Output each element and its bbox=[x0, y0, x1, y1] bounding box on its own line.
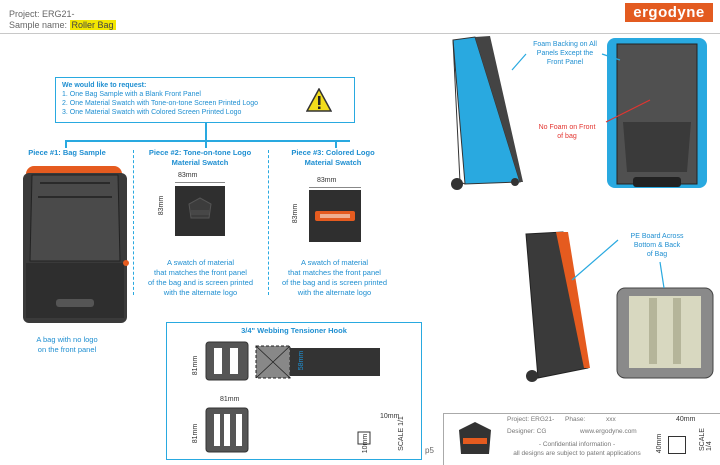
piece3-title: Piece #3: Colored Logo Material Swatch bbox=[273, 148, 393, 168]
tb-conf1: - Confidential information - bbox=[538, 441, 616, 448]
callout-line: Foam Backing on All bbox=[533, 41, 597, 48]
request-box: We would like to request: 1. One Bag Sam… bbox=[55, 77, 355, 123]
dim-line bbox=[309, 187, 361, 188]
callout-line: PE Board Across bbox=[630, 233, 684, 240]
webbing-drawing bbox=[205, 341, 380, 453]
tb-site: www.ergodyne.com bbox=[580, 428, 637, 435]
callout-line: No Foam on Front bbox=[538, 124, 596, 131]
dim-81a: 81mm bbox=[192, 355, 200, 376]
bag-side-blue-image bbox=[451, 36, 523, 190]
piece2-title: Piece #2: Tone-on-tone Logo Material Swa… bbox=[140, 148, 260, 168]
caption-line: that matches the front panel bbox=[288, 268, 381, 277]
column-divider bbox=[133, 150, 134, 295]
piece1-caption: A bag with no logo on the front panel bbox=[12, 335, 122, 355]
dim-height: 83mm bbox=[292, 203, 300, 224]
title-block bbox=[443, 413, 720, 465]
nofoam-callout: No Foam on Front of bag bbox=[528, 123, 606, 141]
pe-arrows bbox=[571, 239, 665, 289]
title-line: Material Swatch bbox=[171, 158, 229, 167]
caption-line: A swatch of material bbox=[300, 258, 369, 267]
tb-d40a: 40mm bbox=[676, 416, 696, 423]
dim-width: 83mm bbox=[317, 177, 337, 184]
ergodyne-logo: ergodyne bbox=[625, 3, 713, 22]
dim-width: 83mm bbox=[178, 172, 198, 179]
foam-callout: Foam Backing on All Panels Except the Fr… bbox=[525, 40, 605, 67]
pe-callout: PE Board Across Bottom & Back of Bag bbox=[618, 232, 696, 259]
connector bbox=[205, 140, 207, 148]
bag-front-blue-image bbox=[607, 38, 707, 188]
bag-open-image bbox=[616, 287, 714, 379]
column-divider bbox=[268, 150, 269, 295]
dim-height: 83mm bbox=[158, 195, 166, 216]
callout-line: Front Panel bbox=[546, 59, 584, 66]
connector bbox=[65, 140, 350, 142]
sample-label: Sample name: bbox=[9, 20, 68, 30]
sample-name: Sample name: Roller Bag bbox=[9, 20, 116, 30]
request-item: 3. One Material Swatch with Colored Scre… bbox=[62, 109, 242, 116]
caption-line: of the bag and is screen printed bbox=[281, 278, 388, 287]
scale-square bbox=[668, 436, 686, 454]
title-line: Piece #3: Colored Logo bbox=[291, 148, 375, 157]
callout-arrows bbox=[511, 53, 651, 123]
caption-line: with the alternate logo bbox=[297, 288, 372, 297]
callout-line: Bottom & Back bbox=[633, 242, 681, 249]
dim-10a: 10mm bbox=[380, 413, 400, 420]
callout-line: of Bag bbox=[646, 251, 668, 258]
caption-line: of the bag and is screen printed bbox=[147, 278, 254, 287]
tb-conf2: all designs are subject to patent applic… bbox=[513, 450, 641, 457]
caption-line: that matches the front panel bbox=[154, 268, 247, 277]
colored-swatch bbox=[309, 190, 361, 242]
bag-side-orange-image bbox=[525, 231, 590, 382]
dim-10b: 10mm bbox=[362, 433, 370, 454]
warning-icon bbox=[306, 88, 332, 112]
connector bbox=[65, 140, 67, 148]
dim-58: 58mm bbox=[298, 350, 306, 371]
sample-value: Roller Bag bbox=[69, 20, 116, 30]
dim-81b: 81mm bbox=[220, 396, 240, 403]
webbing-title: 3/4" Webbing Tensioner Hook bbox=[241, 326, 347, 335]
caption-line: A bag with no logo bbox=[36, 335, 98, 344]
page-number: p5 bbox=[425, 446, 434, 455]
piece1-title: Piece #1: Bag Sample bbox=[28, 148, 106, 157]
caption-line: with the alternate logo bbox=[163, 288, 238, 297]
tb-phase: xxx bbox=[606, 416, 616, 423]
callout-line: Panels Except the bbox=[536, 50, 594, 57]
request-item: 1. One Bag Sample with a Blank Front Pan… bbox=[62, 91, 201, 98]
callout-line: of bag bbox=[557, 133, 577, 140]
connector bbox=[335, 140, 337, 148]
tone-swatch bbox=[175, 186, 225, 236]
dim-81c: 81mm bbox=[192, 423, 200, 444]
caption-line: on the front panel bbox=[37, 345, 97, 354]
ergodyne-badge-icon bbox=[459, 422, 491, 454]
bag-sample-image bbox=[23, 166, 129, 323]
caption-line: A swatch of material bbox=[166, 258, 235, 267]
request-item: 2. One Material Swatch with Tone-on-tone… bbox=[62, 100, 258, 107]
piece3-caption: A swatch of material that matches the fr… bbox=[272, 258, 397, 298]
tb-phase-label: Phase: bbox=[565, 416, 586, 423]
tb-d40b: 40mm bbox=[656, 433, 664, 454]
connector bbox=[205, 123, 207, 140]
tb-project: Project: ERG21- bbox=[507, 416, 555, 423]
title-line: Material Swatch bbox=[304, 158, 362, 167]
request-title: We would like to request: bbox=[62, 82, 147, 89]
project-label: Project: ERG21- bbox=[9, 9, 75, 19]
dim-line bbox=[175, 182, 225, 183]
tb-designer: Designer: CG bbox=[507, 428, 547, 435]
piece2-caption: A swatch of material that matches the fr… bbox=[138, 258, 263, 298]
webbing-panel bbox=[166, 322, 422, 460]
scale-label: SCALE 1/1 bbox=[397, 416, 405, 451]
title-line: Piece #2: Tone-on-tone Logo bbox=[148, 148, 252, 157]
tb-scale: SCALE 1/4 bbox=[699, 428, 713, 451]
header-divider bbox=[0, 33, 720, 34]
